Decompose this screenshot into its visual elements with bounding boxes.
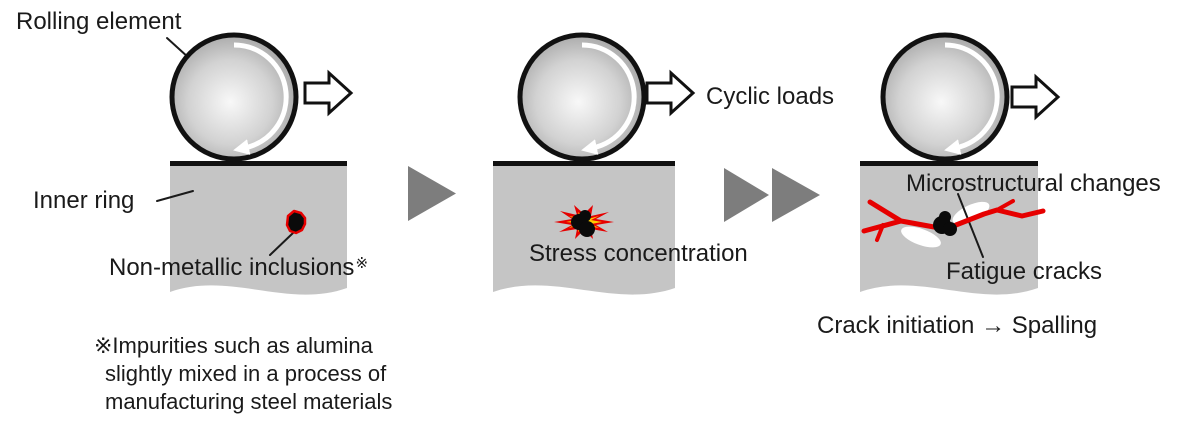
ball-circle [880,32,1010,162]
footnote-reference-mark: ※ [355,255,369,272]
white-etch-area-right [952,201,990,225]
rolling-element-ball-2 [517,32,647,162]
footnote-line-2: slightly mixed in a process of [105,361,387,386]
inclusion-blob [943,222,957,236]
inclusion-blob [579,221,595,237]
inclusion-blob [285,209,307,235]
microstructural-changes-label: Microstructural changes [906,170,1161,197]
stress-burst [554,205,614,239]
fatigue-cracks-label: Fatigue cracks [946,258,1103,285]
crack-leader-line [957,193,984,258]
footnote-line-3: manufacturing steel materials [105,389,393,414]
fatigue-crack-left-spur [875,223,885,242]
step-arrow-double-2 [772,168,820,222]
crack-region [861,193,1046,258]
raceway-surface-line [493,161,675,166]
footnote-line-1: ※Impurities such as alumina [94,333,373,358]
raceway-surface-line [170,161,347,166]
footnote: ※Impurities such as alumina slightly mix… [94,332,392,416]
inner-ring-body [170,165,347,295]
cyclic-loads-label: Cyclic loads [706,83,835,110]
inner-ring-block-1 [170,161,347,295]
non-metallic-inclusions-label: Non-metallic inclusions※ [109,254,369,281]
raceway-surface-line [860,161,1038,166]
motion-arrow-1 [303,69,354,117]
rolling-element-ball-3 [880,32,1010,162]
step-arrow-single [408,166,456,221]
ball-circle [169,32,299,162]
motion-arrow-2 [645,69,696,117]
ball-circle [517,32,647,162]
rolling-element-ball-1 [169,32,299,162]
step-arrow-double-1 [724,168,769,222]
crack-initiation-caption: Crack initiation → Spalling [817,312,1098,339]
rotation-arrow [581,42,637,155]
inner-ring-leader-line [156,190,194,202]
inclusion-blob [939,211,951,223]
rolling-element-label: Rolling element [16,8,182,35]
rotation-arrow [944,42,1000,155]
inclusion-leader-line [269,232,294,256]
non-metallic-inclusions-text: Non-metallic inclusions [109,254,355,281]
motion-arrow-3 [1010,73,1061,121]
inner-ring-label: Inner ring [33,187,135,214]
rotation-arrow [233,42,289,155]
white-etch-area-left [901,226,941,248]
stress-concentration-label: Stress concentration [529,240,748,267]
inclusion-blob [579,210,591,222]
fatigue-crack-right-branch [995,199,1015,212]
